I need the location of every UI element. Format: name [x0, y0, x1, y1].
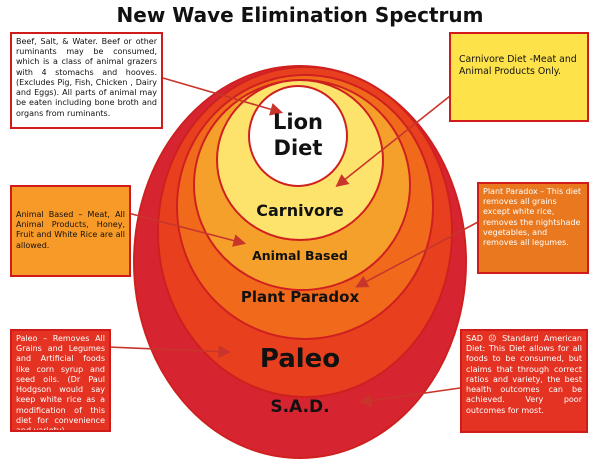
sad-label: S.A.D.	[270, 397, 330, 417]
lion-label-line1: Lion	[273, 110, 323, 134]
lion-label-line2: Diet	[273, 136, 323, 160]
arrow-plant-paradox	[355, 221, 479, 288]
sad-note-box: SAD ☹ Standard American Diet: This Diet …	[460, 329, 588, 433]
arrow-paleo	[107, 345, 232, 358]
arrow-animal-based	[127, 212, 247, 247]
plant-paradox-note-box: Plant Paradox – This diet removes all gr…	[477, 182, 589, 274]
arrow-carnivore	[335, 95, 451, 187]
animal-based-note-box: Animal Based – Meat, All Animal Products…	[10, 185, 131, 277]
arrow-sad	[358, 387, 461, 407]
animal-based-label: Animal Based	[252, 248, 348, 263]
diagram-title: New Wave Elimination Spectrum	[116, 3, 484, 27]
paleo-label: Paleo	[259, 344, 341, 374]
arrow-lion	[162, 77, 284, 116]
carnivore-note-box: Carnivore Diet -Meat and Animal Products…	[449, 32, 589, 122]
carnivore-label: Carnivore	[256, 201, 344, 220]
plant-paradox-label: Plant Paradox	[240, 288, 360, 306]
paleo-note-box: Paleo – Removes All Grains and Legumes a…	[10, 329, 111, 432]
lion-note-box: Beef, Salt, & Water. Beef or other rumin…	[10, 32, 163, 129]
